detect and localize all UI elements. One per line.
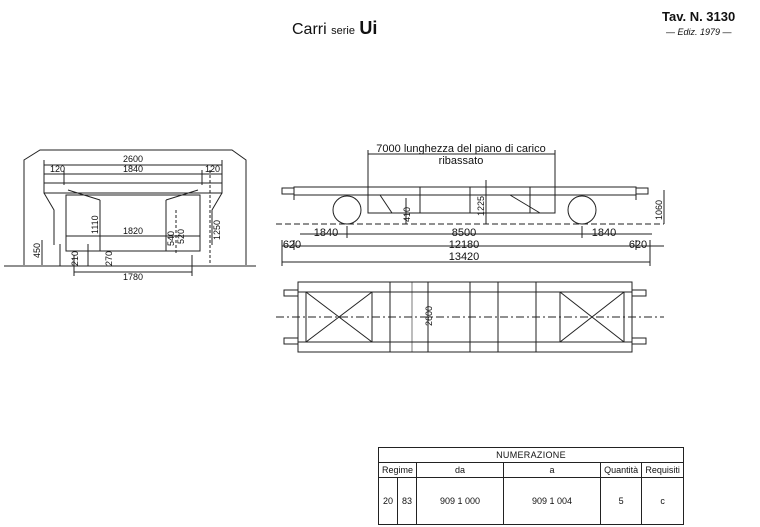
lowered-bed	[367, 194, 556, 214]
side-elevation-view	[276, 150, 665, 266]
plan-width-2600: 2600	[424, 306, 434, 326]
header-a: a	[503, 462, 602, 478]
header-da: da	[416, 462, 505, 478]
dim-12180: 12180	[449, 239, 480, 251]
plan-view	[276, 281, 664, 353]
table-row: 20 83 909 1 000 909 1 004 5 c	[378, 477, 684, 525]
dim-1225: 1225	[476, 196, 486, 216]
header-requisiti: Requisiti	[641, 462, 684, 478]
dim-120-left: 120	[50, 164, 65, 174]
cell-da: 909 1 000	[416, 477, 505, 525]
cross-section-view	[4, 149, 256, 276]
cell-requisiti: c	[641, 477, 684, 525]
dim-620-left: 620	[283, 239, 301, 251]
dim-450: 450	[32, 243, 42, 258]
lowered-body	[65, 194, 201, 252]
dim-1250: 1250	[212, 220, 222, 240]
upper-frame	[43, 182, 223, 194]
dim-1110: 1110	[90, 215, 100, 234]
dim-8500: 8500	[452, 227, 476, 239]
lowered-label: ribassato	[439, 155, 484, 167]
dim-1840-right: 1840	[592, 227, 616, 239]
dim-1780: 1780	[123, 272, 143, 282]
dim-270: 270	[104, 251, 114, 266]
header-regime: Regime	[377, 462, 418, 478]
dim-1840-left: 1840	[314, 227, 338, 239]
load-length-label: 7000 lunghezza del piano di carico	[376, 143, 545, 155]
dim-520: 520	[176, 229, 186, 244]
header-quantita: Quantità	[600, 462, 643, 478]
dim-620-right: 620	[629, 239, 647, 251]
dim-210: 210	[70, 251, 80, 266]
cell-a: 909 1 004	[503, 477, 602, 525]
title-series: serie	[331, 25, 355, 37]
dim-1820: 1820	[123, 226, 143, 236]
dim-13420: 13420	[449, 251, 480, 263]
numbering-table: NUMERAZIONE Regime da a Quantità Requisi…	[377, 447, 684, 525]
edition-label: — Ediz. 1979 —	[666, 27, 732, 37]
side-frame-upper	[293, 186, 637, 196]
dim-1060: 1060	[654, 200, 664, 220]
page-title: Carri serie Ui	[292, 18, 377, 39]
dim-120-right: 120	[205, 164, 220, 174]
title-code: Ui	[359, 18, 378, 38]
loading-gauge-outline	[23, 149, 247, 265]
numbering-caption: NUMERAZIONE	[378, 447, 684, 463]
dim-410: 410	[402, 207, 412, 222]
technical-drawing: 2600 1840 120 120 1110 1820 540 520 1250…	[4, 143, 665, 353]
wheel-left	[332, 195, 362, 225]
title-main: Carri	[292, 21, 327, 38]
wheel-right	[567, 195, 597, 225]
cell-quantita: 5	[600, 477, 643, 525]
dim-1840: 1840	[123, 164, 143, 174]
dim-2600: 2600	[123, 154, 143, 164]
cell-regime-2: 83	[396, 477, 418, 525]
cell-regime-1: 20	[378, 477, 398, 525]
plate-number: Tav. N. 3130	[662, 9, 736, 24]
dim-540: 540	[166, 231, 176, 246]
